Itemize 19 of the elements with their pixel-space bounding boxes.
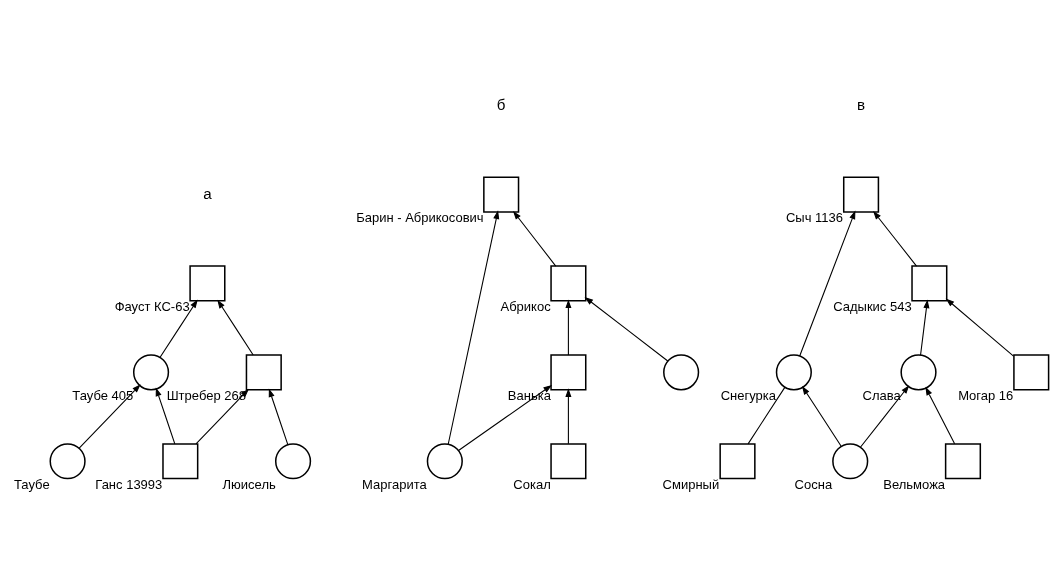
node-label: Барин - Абрикосович	[356, 210, 484, 226]
node-label: Фауст КС-63	[114, 299, 190, 315]
node-label: Люисель	[222, 476, 276, 492]
node-label: Сыч 1136	[785, 210, 843, 226]
label: а	[203, 184, 212, 202]
node-label: Снегурка	[720, 388, 776, 404]
node-label: Вельможа	[883, 476, 946, 492]
node-label: Могар 16	[958, 388, 1014, 404]
node-label: Смирный	[662, 476, 720, 492]
node-label: Абрикос	[500, 299, 551, 315]
node-label: Садыкис 543	[833, 299, 912, 315]
label: б	[496, 95, 506, 113]
node-label: Ганс 13993	[95, 476, 163, 492]
label: в	[857, 95, 866, 113]
node-label: Сосна	[794, 476, 833, 492]
node-label: Таубе	[14, 476, 50, 492]
node-label: Маргарита	[362, 476, 427, 492]
node-label: Сокал	[513, 476, 551, 492]
node-label: Слава	[862, 388, 901, 404]
